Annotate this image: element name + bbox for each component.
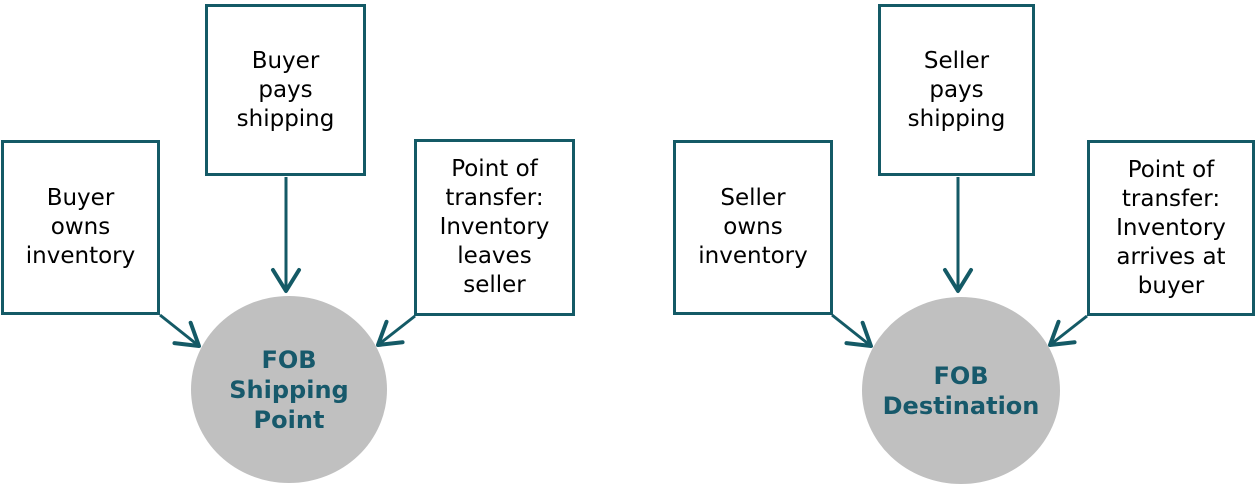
arrow-point-of-transfer-to-fob-destination bbox=[1048, 314, 1088, 347]
arrow-seller-owns-inventory-to-fob-destination bbox=[831, 313, 873, 348]
arrow-point-of-transfer-to-fob-shipping-point bbox=[376, 314, 416, 347]
arrow-buyer-owns-inventory-to-fob-shipping-point bbox=[159, 313, 201, 348]
